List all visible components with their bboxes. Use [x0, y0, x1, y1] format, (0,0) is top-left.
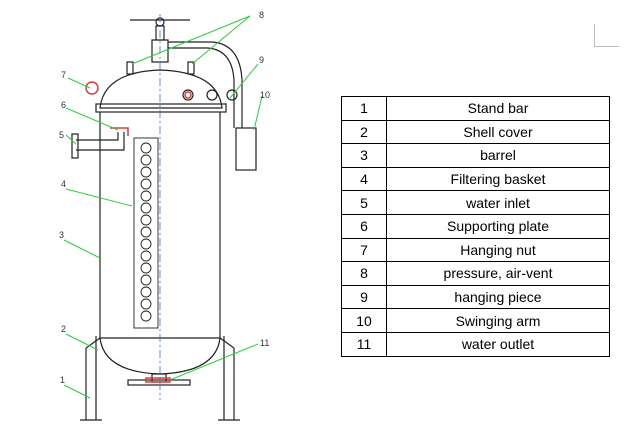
callout-labels: 1 2 3 4 5 6 7 8 9 10 11 — [59, 10, 270, 385]
callout-8: 8 — [259, 10, 264, 20]
part-name: pressure, air-vent — [386, 261, 610, 286]
filtering-basket — [133, 137, 159, 329]
table-row: 1 Stand bar — [341, 96, 610, 121]
part-name: water inlet — [386, 190, 610, 215]
part-name: Filtering basket — [386, 166, 610, 192]
part-number: 6 — [341, 213, 387, 239]
table-row: 5 water inlet — [341, 190, 610, 215]
part-number: 1 — [341, 96, 387, 121]
part-name: Swinging arm — [386, 308, 610, 333]
callout-7: 7 — [61, 70, 66, 80]
table-row: 11 water outlet — [341, 331, 610, 357]
part-name: Hanging nut — [386, 237, 610, 263]
page-corner-mark — [594, 24, 619, 47]
table-row: 7 Hanging nut — [341, 237, 610, 263]
part-number: 4 — [341, 166, 387, 192]
callout-9: 9 — [259, 55, 264, 65]
callout-2: 2 — [61, 324, 66, 334]
part-name: barrel — [386, 143, 610, 168]
callout-6: 6 — [61, 100, 66, 110]
table-row: 4 Filtering basket — [341, 166, 610, 192]
part-number: 3 — [341, 143, 387, 168]
accent-parts — [85, 81, 192, 383]
parts-table: 1 Stand bar 2 Shell cover 3 barrel 4 Fil… — [341, 96, 610, 357]
part-name: Shell cover — [386, 119, 610, 145]
part-name: water outlet — [386, 331, 610, 357]
part-number: 5 — [341, 190, 387, 215]
part-number: 9 — [341, 284, 387, 310]
part-name: Stand bar — [386, 96, 610, 121]
part-number: 8 — [341, 261, 387, 286]
callout-5: 5 — [59, 130, 64, 140]
callout-3: 3 — [59, 230, 64, 240]
table-row: 8 pressure, air-vent — [341, 261, 610, 286]
table-row: 9 hanging piece — [341, 284, 610, 310]
part-number: 2 — [341, 119, 387, 145]
callout-10: 10 — [260, 90, 270, 100]
table-row: 3 barrel — [341, 143, 610, 168]
callout-11: 11 — [260, 338, 269, 348]
part-number: 10 — [341, 308, 387, 333]
filter-housing-outline — [71, 17, 257, 421]
callout-1: 1 — [60, 375, 65, 385]
part-number: 11 — [341, 331, 387, 357]
part-name: hanging piece — [386, 284, 610, 310]
table-row: 10 Swinging arm — [341, 308, 610, 333]
callout-4: 4 — [61, 179, 66, 189]
part-number: 7 — [341, 237, 387, 263]
part-name: Supporting plate — [386, 213, 610, 239]
leader-lines — [63, 15, 263, 399]
table-row: 6 Supporting plate — [341, 213, 610, 239]
table-row: 2 Shell cover — [341, 119, 610, 145]
